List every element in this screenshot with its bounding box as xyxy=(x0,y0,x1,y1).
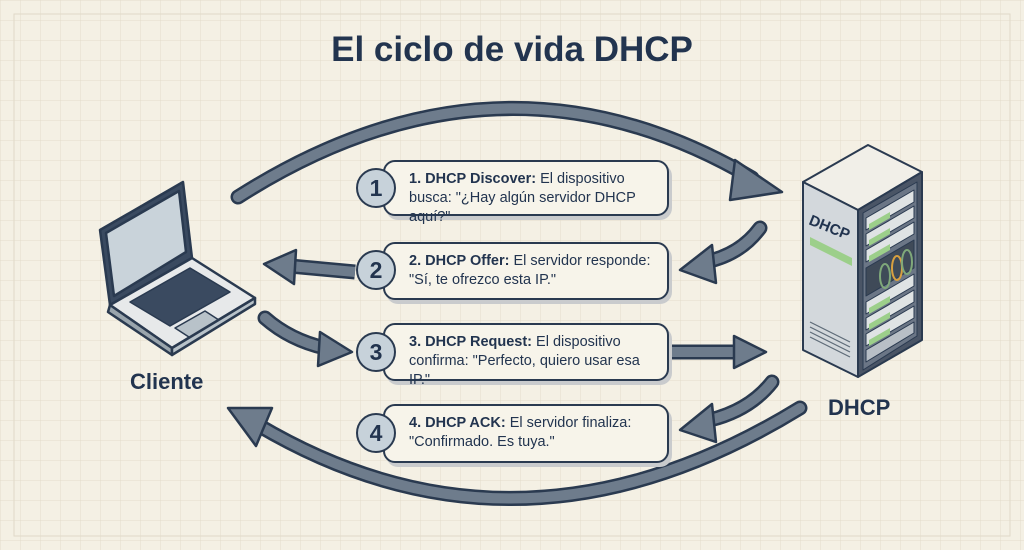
server-label: DHCP xyxy=(828,395,891,420)
step-number-badge: 3 xyxy=(356,332,396,372)
server-rack-icon: DHCP xyxy=(802,144,923,378)
step-bubble-request: 3. DHCP Request: El dispositivo confirma… xyxy=(383,323,669,388)
step-name: 3. DHCP Request: xyxy=(409,334,533,350)
step-number-badge: 2 xyxy=(356,250,396,290)
step-bubble-discover: 1. DHCP Discover: El dispositivo busca: … xyxy=(383,160,669,225)
step-text: El dispositivo busca: "¿Hay algún servid… xyxy=(409,171,636,225)
step-text: El dispositivo confirma: "Perfecto, quie… xyxy=(409,334,640,388)
step-bubble-ack: 4. DHCP ACK: El servidor finaliza: "Conf… xyxy=(383,404,669,463)
frame xyxy=(13,13,1011,537)
step-name: 2. DHCP Offer: xyxy=(409,253,510,269)
step-text: El servidor finaliza: "Confirmado. Es tu… xyxy=(409,415,632,450)
step-text: El servidor responde: "Sí, te ofrezco es… xyxy=(409,253,651,288)
arrow-request-to-server xyxy=(670,334,768,370)
arrow-request-from-client xyxy=(257,310,354,368)
step-name: 4. DHCP ACK: xyxy=(409,415,506,431)
laptop-icon xyxy=(98,180,257,357)
step-name: 1. DHCP Discover: xyxy=(409,171,537,187)
step-bubble-offer: 2. DHCP Offer: El servidor responde: "Sí… xyxy=(383,242,669,300)
step-number-badge: 1 xyxy=(356,168,396,208)
client-label: Cliente xyxy=(130,369,204,394)
arrow-ack-arc xyxy=(226,400,808,506)
arrow-ack-to-bubble xyxy=(678,374,780,444)
step-number-badge: 4 xyxy=(356,413,396,453)
page-title: El ciclo de vida DHCP xyxy=(331,30,693,69)
arrow-offer-to-client xyxy=(262,248,356,286)
arrow-offer-to-bubble xyxy=(678,220,768,285)
arrow-discover-arc xyxy=(230,101,784,205)
